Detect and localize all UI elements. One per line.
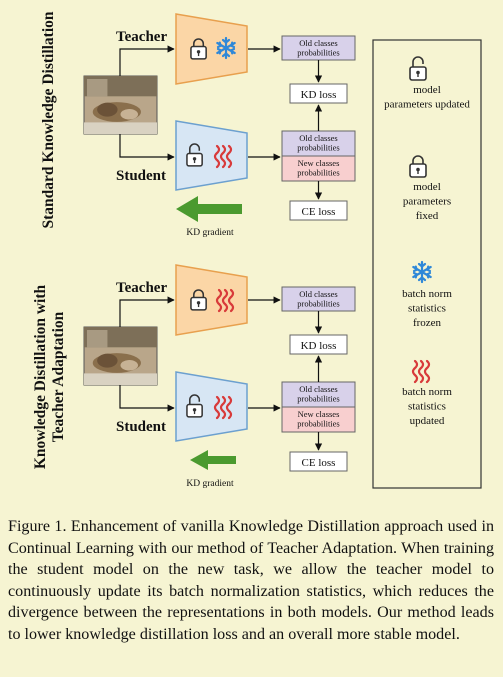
ce-loss-text: CE loss — [302, 206, 336, 218]
lock-closed-icon — [409, 155, 427, 178]
teacher-old-classes-box — [281, 35, 356, 61]
kd-loss-box — [289, 83, 348, 104]
teacher-label: Teacher — [116, 29, 167, 45]
student-new-classes-box — [281, 155, 356, 182]
lock-open-icon — [409, 56, 427, 81]
kd-loss-text: KD loss — [301, 89, 337, 101]
student-label: Student — [116, 168, 166, 184]
kd-gradient-arrow — [176, 196, 242, 222]
ce-loss-text: CE loss — [302, 457, 336, 469]
ce-loss-box — [289, 451, 348, 472]
figure-caption: Figure 1. Enhancement of vanilla Knowled… — [8, 518, 494, 643]
teacher-model — [175, 264, 248, 336]
cat-photo — [83, 75, 158, 135]
student-label: Student — [116, 419, 166, 435]
student-old-classes-box — [281, 381, 356, 408]
photo-to-teacher-arrow — [119, 296, 175, 327]
teacher-old-classes-box — [281, 286, 356, 312]
cat-photo — [83, 326, 158, 386]
kd-loss-box — [289, 334, 348, 355]
kd-loss-text: KD loss — [301, 340, 337, 352]
student-model — [175, 120, 248, 191]
photo-to-student-arrow — [119, 385, 175, 412]
section-side-label: Standard Knowledge Distillation — [40, 11, 57, 228]
waves-icon — [411, 359, 431, 384]
photo-to-student-arrow — [119, 134, 175, 161]
snowflake-icon — [412, 260, 432, 284]
kd-gradient-label: KD gradient — [186, 228, 234, 238]
ce-loss-box — [289, 200, 348, 221]
teacher-model — [175, 13, 248, 85]
kd-gradient-arrow — [190, 450, 236, 470]
teacher-label: Teacher — [116, 280, 167, 296]
legend-panel — [372, 39, 482, 489]
kd-gradient-label: KD gradient — [186, 479, 234, 489]
photo-to-teacher-arrow — [119, 45, 175, 76]
student-new-classes-box — [281, 406, 356, 433]
section-side-label: Knowledge Distillation withTeacher Adapt… — [32, 284, 67, 469]
student-model — [175, 371, 248, 442]
student-old-classes-box — [281, 130, 356, 157]
